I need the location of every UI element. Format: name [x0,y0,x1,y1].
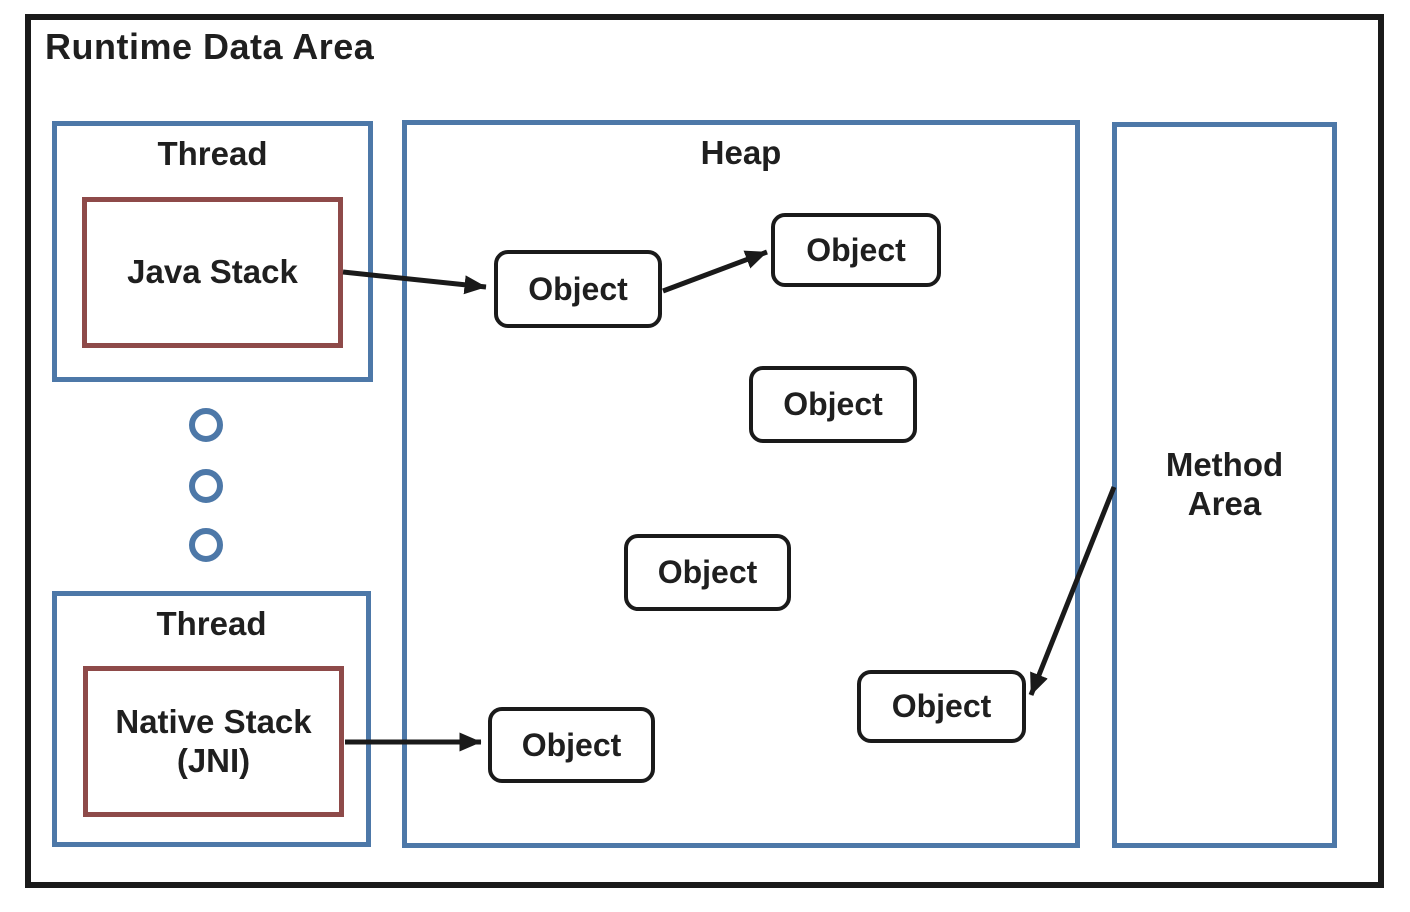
thread-ellipsis-circle-2 [189,469,223,503]
method-area-label-line1: Method [1165,446,1284,484]
heap-object-1-label: Object [528,270,628,307]
heap-object-5: Object [857,670,1026,743]
method-area-label-line2: Area [1187,485,1262,522]
heap-object-2-label: Object [806,231,906,268]
java-stack-label: Java Stack [127,253,298,291]
method-area-box: Method Area [1112,122,1337,848]
heap-object-5-label: Object [891,688,992,724]
thread-ellipsis-circle-3 [189,528,223,562]
thread-bottom-label: Thread [156,605,267,642]
native-stack-box: Native Stack (JNI) [83,666,344,817]
heap-object-3-label: Object [783,386,883,422]
java-stack-box: Java Stack [82,197,343,348]
heap-object-6-label: Object [521,726,622,763]
native-stack-label-line1: Native Stack [115,702,312,740]
heap-object-4: Object [624,534,791,611]
heap-object-3: Object [749,366,917,443]
heap-object-4-label: Object [657,554,758,590]
thread-ellipsis-circle-1 [189,408,223,442]
heap-label: Heap [700,134,782,171]
native-stack-label-line2: (JNI) [176,741,251,779]
heap-object-2: Object [771,213,941,287]
heap-object-6: Object [488,707,655,783]
heap-object-1: Object [494,250,662,328]
diagram-title: Runtime Data Area [45,26,375,67]
thread-top-label: Thread [157,135,268,172]
